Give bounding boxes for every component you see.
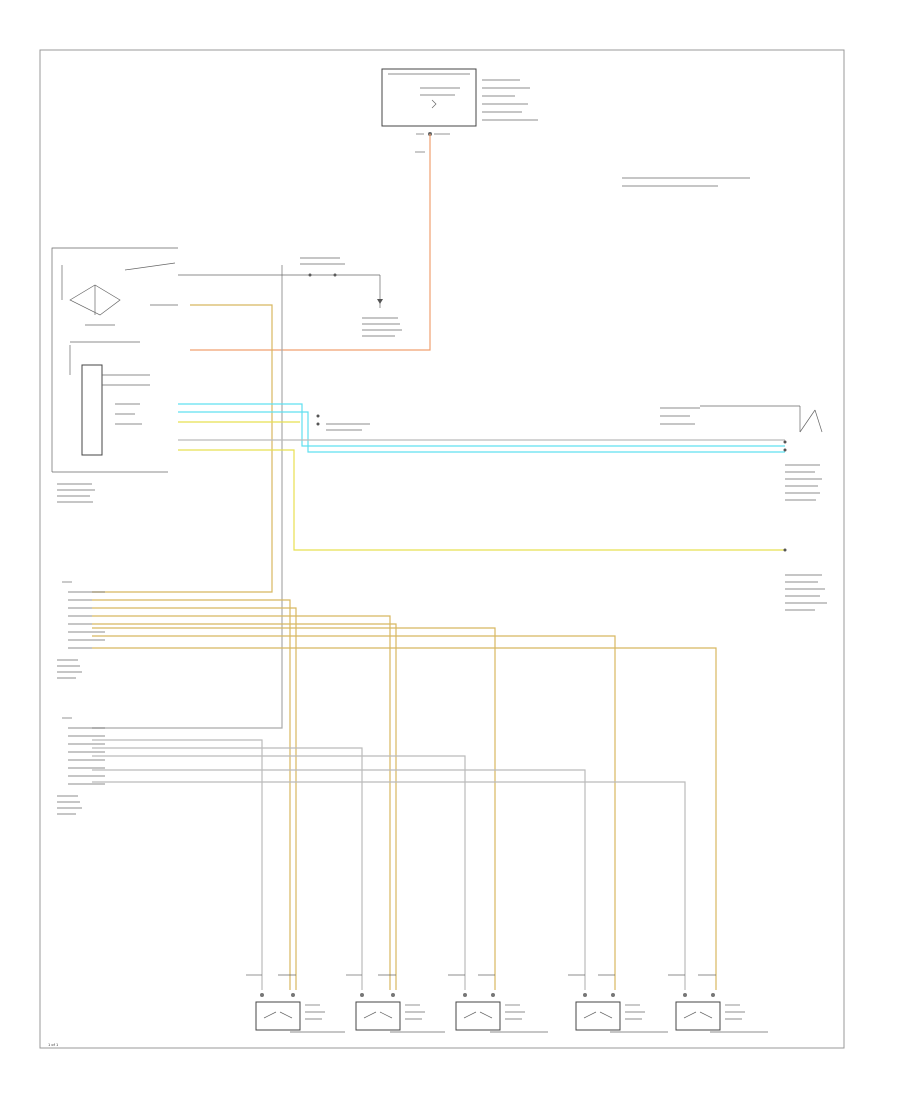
diagram-frame	[39, 49, 845, 1049]
lamp-socket-1	[246, 974, 345, 1033]
wire-tan-a	[92, 599, 291, 990]
lamp-socket-2	[346, 974, 445, 1033]
dimmer-switch	[178, 257, 402, 337]
wire-cyan-2	[178, 411, 785, 453]
wire-tan-c	[92, 615, 391, 990]
wire-tan-park	[92, 304, 273, 593]
lamp-socket-4	[568, 974, 668, 1033]
wire-tan-b	[92, 607, 297, 990]
pin-labels-left	[115, 403, 370, 431]
wire-gray-e	[92, 781, 686, 990]
wire-tan-e	[92, 627, 496, 990]
door-jamb-switch	[660, 405, 823, 501]
headlamp-switch	[51, 247, 178, 473]
wire-yellow-2	[178, 449, 785, 551]
fuel-door-switch	[783, 548, 827, 611]
wire-tan-f	[92, 635, 616, 990]
wire-cyan-1	[178, 403, 785, 447]
lamp-socket-3	[448, 974, 548, 1033]
wire-gray-d	[92, 769, 586, 990]
wire-gray-b	[92, 747, 363, 990]
wire-gray-main	[92, 265, 283, 729]
page-number: 1 of 1	[48, 1043, 58, 1047]
wire-gray-c	[92, 755, 466, 990]
connector-block-1	[57, 581, 105, 679]
wire-tan-d	[92, 623, 397, 990]
wire-orange	[190, 134, 431, 351]
connector-block-2	[57, 717, 105, 815]
power-distribution-box	[381, 68, 538, 127]
lamp-socket-5	[668, 974, 768, 1033]
wire-tan-g	[92, 647, 717, 990]
wire-gray-a	[92, 739, 263, 990]
